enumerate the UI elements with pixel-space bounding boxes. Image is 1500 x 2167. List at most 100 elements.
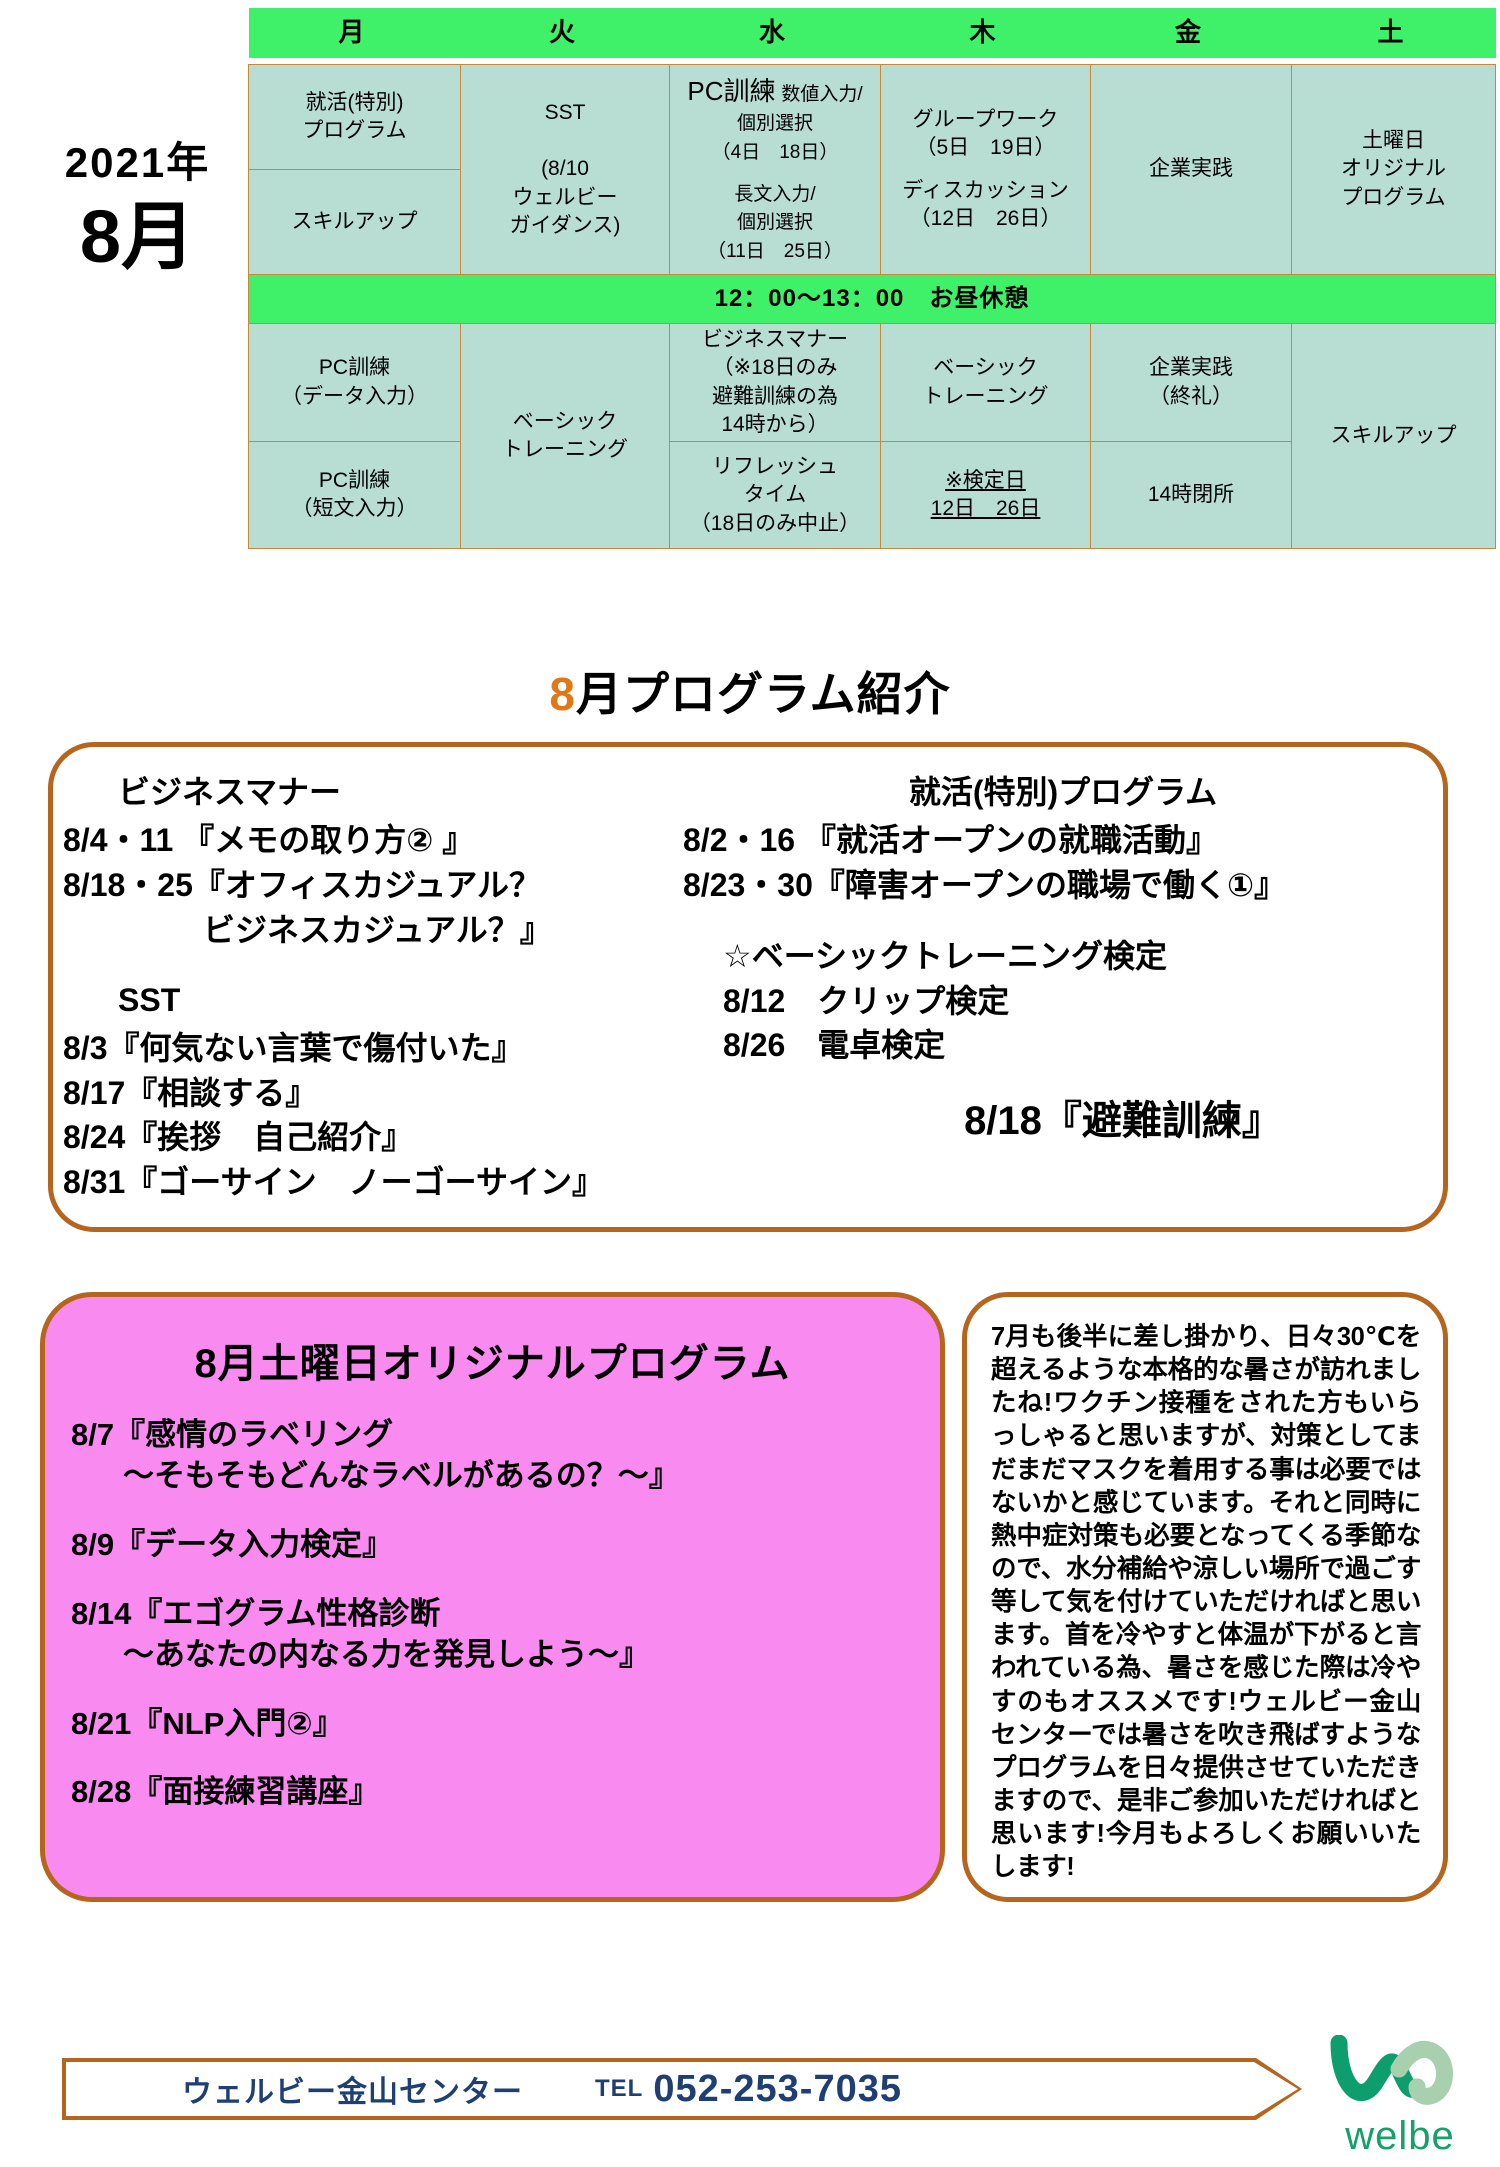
sst-title: SST [118, 981, 181, 1018]
day-header-tue: 火 [460, 8, 670, 58]
cell-sat-afternoon: スキルアップ [1291, 322, 1496, 550]
banner-arrow-fill [66, 2062, 1298, 2116]
saturday-box-title: 8月土曜日オリジナルプログラム [194, 1342, 791, 1386]
saturday-original-program-box: 8月土曜日オリジナルプログラム 8/7『感情のラベリング ～そもそもどんなラベル… [40, 1292, 945, 1902]
year-text: 2021年 [64, 139, 211, 186]
cell-text: スキルアップ [291, 209, 418, 233]
cell-mon-morning-1: 就活(特別)プログラム [248, 64, 461, 170]
cell-wed-afternoon-2: リフレッシュタイム（18日のみ中止） [669, 441, 881, 550]
sst-line-2: 8/17『相談する』 [63, 1074, 318, 1111]
spacer [71, 1676, 914, 1704]
cell-mon-afternoon-2: PC訓練（短文入力） [248, 441, 461, 550]
saturday-entry-3-sub: ～あなたの内なる力を発見しよう～』 [123, 1636, 650, 1672]
program-right-column: 就活(特別)プログラム 8/2・16 『就活オープンの就職活動』 8/23・30… [683, 771, 1443, 1146]
business-manner-line-3: ビジネスカジュアル？』 [203, 911, 552, 948]
cell-thu-morning: グループワーク（5日 19日） ディスカッション（12日 26日） [880, 64, 1091, 275]
job-hunting-title: 就活(特別)プログラム [908, 774, 1218, 810]
lunch-break-cell: 12：00～13：00 お昼休憩 [248, 274, 1496, 324]
afternoon-row-1: PC訓練（データ入力） ベーシックトレーニング ビジネスマナー（※18日のみ避難… [248, 322, 1496, 550]
sst-line-4: 8/31『ゴーサイン ノーゴーサイン』 [63, 1164, 605, 1201]
cell-fri-afternoon-2: 14時閉所 [1090, 441, 1292, 550]
business-manner-line-2: 8/18・25『オフィスカジュアル？ [63, 866, 542, 903]
day-header-mon: 月 [248, 8, 461, 58]
cell-text: ベーシックトレーニング [502, 409, 628, 462]
cell-text: ベーシックトレーニング [922, 356, 1049, 408]
job-hunting-line-1: 8/2・16 『就活オープンの就職活動』 [683, 822, 1219, 859]
cell-fri-morning: 企業実践 [1090, 64, 1292, 275]
cell-text-b: 長文入力/個別選択（11日 25日） [707, 183, 843, 262]
month-text: 8月 [79, 195, 196, 279]
basic-training-test-line-2: 8/26 電卓検定 [723, 1027, 946, 1064]
footer-contact-banner: ウェルビー金山センター TEL 052-253-7035 [62, 2058, 1302, 2120]
cell-tue-afternoon: ベーシックトレーニング [460, 322, 670, 550]
monthly-message-text: 7月も後半に差し掛かり、日々30℃を超えるような本格的な暑さが訪れましたね!ワク… [991, 1323, 1421, 1882]
spacer [71, 1744, 914, 1772]
spacer [63, 953, 683, 979]
saturday-entry-5-main: 8/28『面接練習講座』 [71, 1774, 380, 1810]
saturday-entry-1-main: 8/7『感情のラベリング [71, 1417, 394, 1452]
cell-mon-afternoon-1: PC訓練（データ入力） [248, 322, 461, 443]
cell-text: 14時閉所 [1147, 483, 1235, 507]
saturday-entry-1-sub: ～そもそもどんなラベルがあるの？～』 [123, 1457, 680, 1493]
logo-wordmark: welbe [1345, 2114, 1455, 2158]
saturday-entry-4-main: 8/21『NLP入門②』 [71, 1705, 344, 1741]
saturday-entry-3-main: 8/14『エゴグラム性格診断 [71, 1595, 441, 1631]
tel-label: TEL [595, 2075, 644, 2102]
cell-text: スキルアップ [1330, 424, 1457, 448]
center-name: ウェルビー金山センター [182, 2076, 523, 2109]
cell-text: PC訓練（データ入力） [281, 356, 428, 408]
basic-training-test-title: ☆ベーシックトレーニング検定 [723, 937, 1168, 974]
cell-text: リフレッシュタイム（18日のみ中止） [689, 454, 861, 535]
cell-text: 企業実践 [1149, 157, 1233, 181]
title-rest: 月プログラム紹介 [575, 668, 951, 720]
spacer [71, 1566, 914, 1594]
sst-line-1: 8/3『何気ない言葉で傷付いた』 [63, 1029, 524, 1066]
business-manner-title: ビジネスマナー [118, 774, 342, 810]
cell-text: 企業実践（終礼） [1149, 356, 1233, 408]
day-header-thu: 木 [880, 8, 1091, 58]
day-header-wed: 水 [669, 8, 881, 58]
cell-wed-morning: PC訓練 数値入力/個別選択（4日 18日） 長文入力/個別選択（11日 25日… [669, 64, 881, 275]
month-label: 2021年 8月 [30, 139, 245, 279]
cell-text: PC訓練（短文入力） [291, 469, 418, 521]
business-manner-line-1: 8/4・11 『メモの取り方② 』 [63, 822, 475, 859]
welbe-logo: welbe [1320, 2034, 1480, 2159]
cell-text-a: グループワーク（5日 19日） [912, 107, 1059, 160]
welbe-wave-icon [1330, 2034, 1453, 2105]
title-accent-number: 8 [549, 668, 576, 720]
day-header-fri: 金 [1090, 8, 1292, 58]
exam-day-label: ※検定日 [945, 469, 1026, 493]
cell-thu-afternoon-2: ※検定日 12日 26日 [880, 441, 1091, 550]
header-spacer [248, 58, 1496, 65]
page-title: 8月プログラム紹介 [0, 658, 1500, 724]
cell-title: PC訓練 [687, 76, 776, 107]
header-spacer-row [248, 58, 1496, 65]
program-left-column: ビジネスマナー 8/4・11 『メモの取り方② 』 8/18・25『オフィスカジ… [63, 771, 683, 1205]
cell-text-a: 数値入力/個別選択（4日 18日） [711, 84, 863, 163]
program-intro-box: ビジネスマナー 8/4・11 『メモの取り方② 』 8/18・25『オフィスカジ… [48, 742, 1448, 1232]
lunch-row: 12：00～13：00 お昼休憩 [248, 274, 1496, 324]
spacer [683, 908, 1443, 934]
cell-sat-morning: 土曜日オリジナルプログラム [1291, 64, 1496, 275]
day-header-row: 月 火 水 木 金 土 [248, 8, 1496, 58]
cell-mon-morning-2: スキルアップ [248, 169, 461, 275]
cell-text: 就活(特別)プログラム [302, 90, 407, 142]
morning-row-2: スキルアップ [248, 169, 1496, 275]
monthly-message-box: 7月も後半に差し掛かり、日々30℃を超えるような本格的な暑さが訪れましたね!ワク… [962, 1292, 1448, 1902]
cell-text-b: ディスカッション（12日 26日） [902, 178, 1069, 230]
spacer [71, 1497, 914, 1525]
exam-day-dates: 12日 26日 [930, 497, 1041, 521]
sst-line-3: 8/24『挨拶 自己紹介』 [63, 1119, 414, 1156]
tel-number: 052-253-7035 [653, 2067, 902, 2110]
cell-fri-afternoon-1: 企業実践（終礼） [1090, 322, 1292, 443]
day-header-sat: 土 [1291, 8, 1496, 58]
basic-training-test-line-1: 8/12 クリップ検定 [723, 982, 1010, 1019]
evacuation-drill-line: 8/18『避難訓練』 [964, 1099, 1282, 1144]
saturday-entry-2-main: 8/9『データ入力検定』 [71, 1526, 394, 1562]
